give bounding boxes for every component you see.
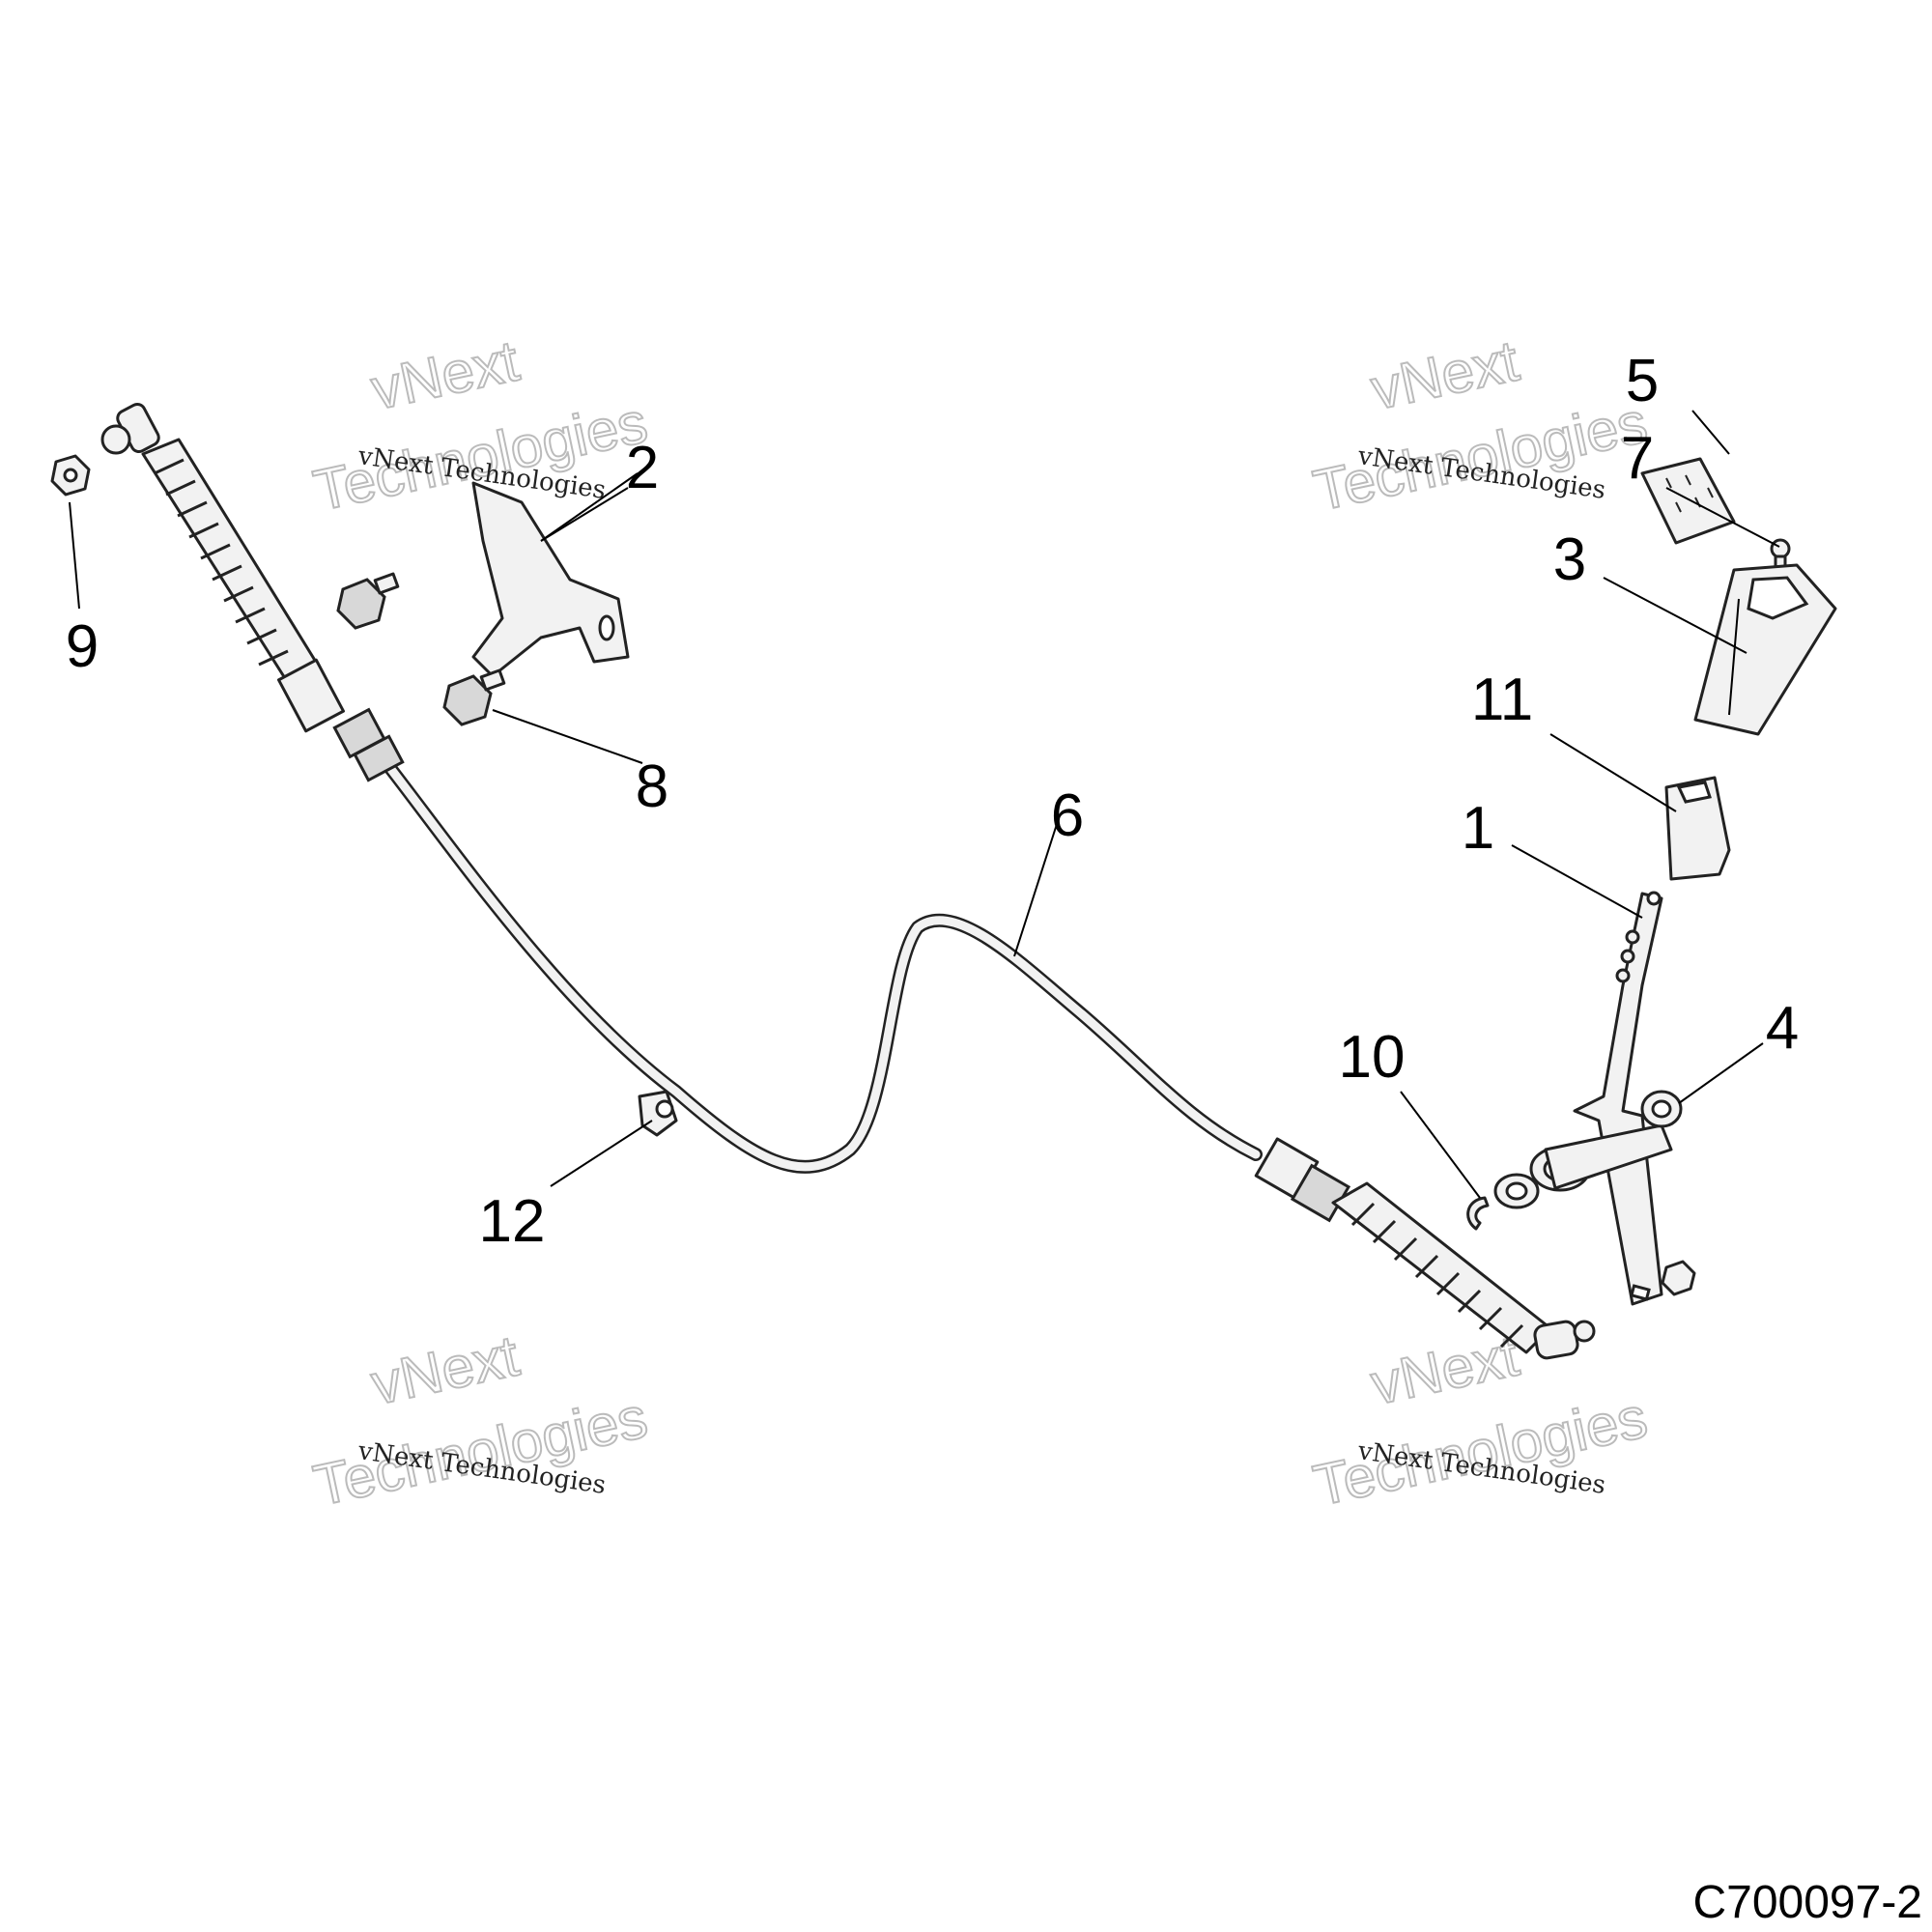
cable-nut-upper-b bbox=[353, 734, 405, 782]
knob-adapter-11 bbox=[1664, 776, 1731, 881]
shift-knob-3 bbox=[1693, 563, 1837, 736]
watermark-big-top: vNext bbox=[1366, 1322, 1524, 1416]
leader-1 bbox=[1511, 844, 1643, 919]
watermark-big-top: vNext bbox=[1366, 327, 1524, 421]
leader-12 bbox=[550, 1120, 653, 1187]
cable-ball-stud-lower bbox=[1573, 1320, 1596, 1343]
callout-4: 4 bbox=[1766, 995, 1799, 1062]
watermark-big-top: vNext bbox=[366, 327, 525, 421]
callout-9: 9 bbox=[66, 613, 99, 680]
callout-3: 3 bbox=[1553, 526, 1586, 593]
leader-11 bbox=[1549, 733, 1677, 812]
shift-lever-1 bbox=[1529, 891, 1673, 1306]
cable-boot-upper bbox=[141, 438, 321, 688]
shift-pattern-cap-5 bbox=[1640, 457, 1736, 545]
cable-ball-stud-upper bbox=[100, 424, 131, 455]
bolt-8 bbox=[442, 668, 506, 726]
washer bbox=[1493, 1173, 1540, 1209]
bushing-4 bbox=[1640, 1090, 1683, 1128]
callout-1: 1 bbox=[1462, 795, 1494, 862]
callout-7: 7 bbox=[1621, 425, 1654, 492]
callout-12: 12 bbox=[479, 1188, 546, 1255]
callout-2: 2 bbox=[626, 435, 659, 501]
callout-6: 6 bbox=[1051, 782, 1084, 849]
leader-4 bbox=[1678, 1042, 1764, 1104]
leader-3 bbox=[1603, 577, 1747, 654]
cable-bracket bbox=[471, 481, 630, 678]
watermark-big-top: vNext bbox=[366, 1322, 525, 1416]
cable-ferrule-upper bbox=[276, 658, 346, 733]
lever-bottom-slot bbox=[1630, 1284, 1651, 1301]
bracket-bolt-upper bbox=[336, 572, 400, 630]
cable-rod-end-lower bbox=[1533, 1320, 1579, 1360]
shift-cable bbox=[100, 402, 1596, 1360]
e-clip-10 bbox=[1466, 1196, 1490, 1231]
bracket-hole bbox=[598, 614, 615, 641]
callout-8: 8 bbox=[636, 753, 668, 820]
leader-10 bbox=[1400, 1091, 1481, 1199]
callout-10: 10 bbox=[1339, 1024, 1406, 1091]
lever-top-hole bbox=[1646, 891, 1662, 906]
nut-9-hole bbox=[63, 468, 78, 483]
leader-5 bbox=[1691, 410, 1730, 455]
callout-11: 11 bbox=[1471, 667, 1533, 733]
leader-7 bbox=[1665, 487, 1780, 548]
figure-code: C700097-2 bbox=[1692, 1877, 1922, 1928]
callout-5: 5 bbox=[1626, 348, 1659, 414]
leader-9 bbox=[69, 501, 80, 610]
leader-2 bbox=[540, 472, 639, 542]
leader-8 bbox=[492, 709, 643, 764]
lever-lower-nut bbox=[1661, 1260, 1696, 1296]
leader-6 bbox=[1013, 820, 1059, 957]
cable-clip-12 bbox=[638, 1090, 678, 1137]
